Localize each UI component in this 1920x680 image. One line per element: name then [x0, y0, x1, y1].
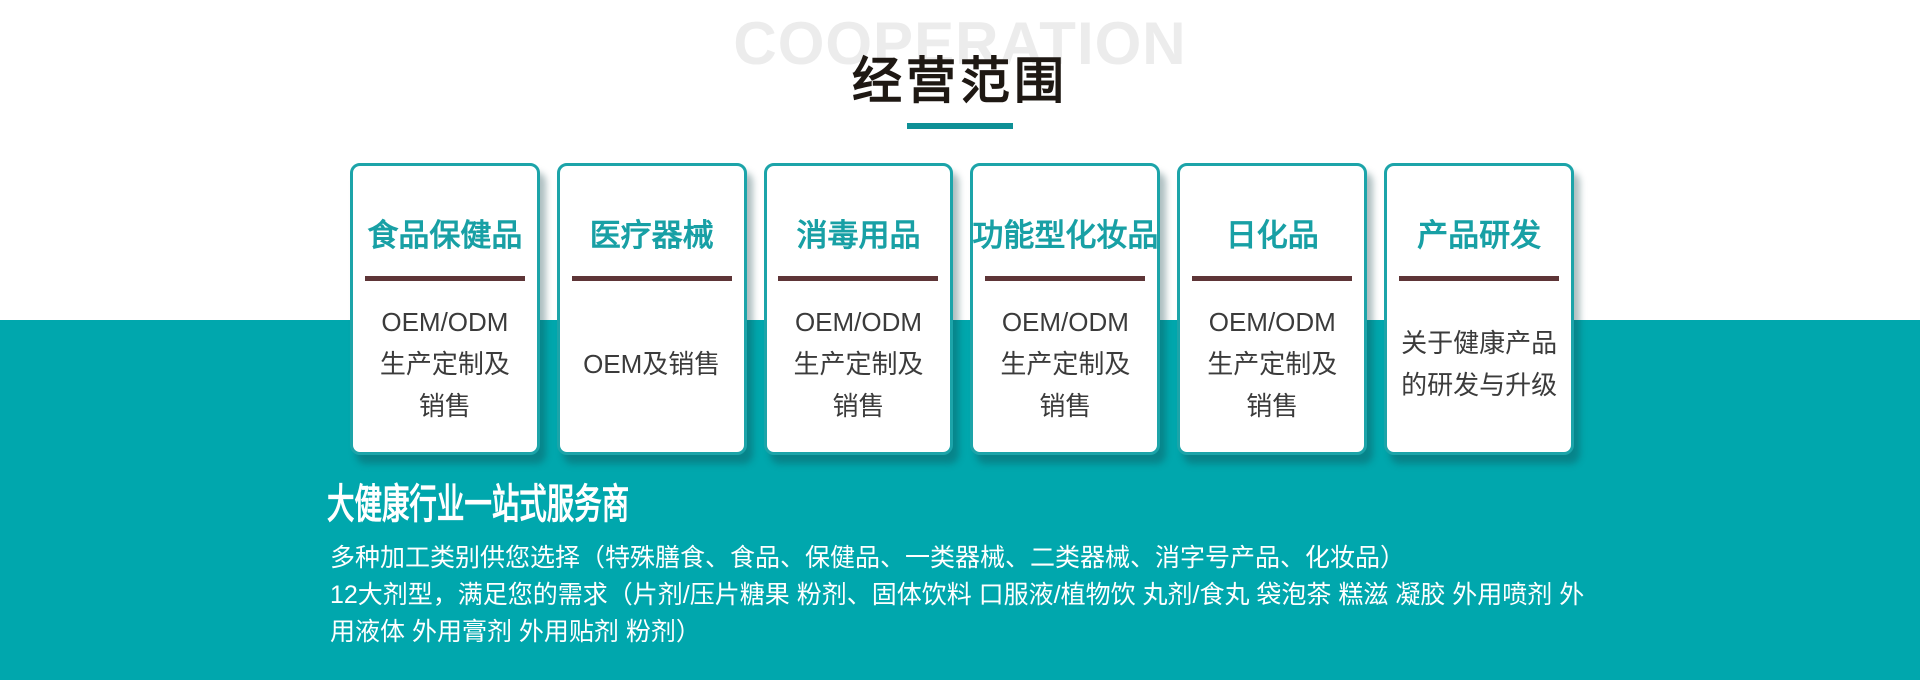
card-title: 消毒用品 — [796, 218, 921, 253]
business-card-disinfection: 消毒用品 OEM/ODM 生产定制及 销售 — [763, 163, 954, 455]
business-card-medical-devices: 医疗器械 OEM及销售 — [556, 163, 747, 455]
title-underline — [907, 123, 1013, 129]
card-title-divider — [1192, 276, 1353, 281]
card-title: 功能型化妆品 — [972, 218, 1159, 253]
card-title: 医疗器械 — [589, 218, 714, 253]
card-title-divider — [571, 276, 732, 281]
card-title: 产品研发 — [1417, 218, 1542, 253]
banner-line: 12大剂型，满足您的需求（片剂/压片糖果 粉剂、固体饮料 口服液/植物饮 丸剂/… — [330, 581, 1585, 609]
card-description: OEM/ODM 生产定制及 销售 — [379, 306, 510, 421]
banner-description: 多种加工类别供您选择（特殊膳食、食品、保健品、一类器械、二类器械、消字号产品、化… — [327, 540, 1584, 651]
business-card-functional-cosmetics: 功能型化妆品 OEM/ODM 生产定制及 销售 — [970, 163, 1161, 455]
card-description: OEM/ODM 生产定制及 销售 — [793, 306, 924, 421]
business-card-food-health: 食品保健品 OEM/ODM 生产定制及 销售 — [350, 163, 540, 455]
card-title-divider — [1399, 276, 1560, 281]
card-title-divider — [778, 276, 939, 281]
watermark-text: COOPERATION — [733, 10, 1187, 77]
card-title-divider — [364, 276, 525, 281]
card-description: OEM/ODM 生产定制及 销售 — [1000, 306, 1131, 421]
teal-background-band — [0, 320, 1920, 680]
card-title-divider — [985, 276, 1146, 281]
business-card-product-rd: 产品研发 关于健康产品 的研发与升级 — [1384, 163, 1574, 455]
business-card-daily-chemicals: 日化品 OEM/ODM 生产定制及 销售 — [1177, 163, 1368, 455]
business-scope-cards: 食品保健品 OEM/ODM 生产定制及 销售 医疗器械 OEM及销售 消毒用品 … — [350, 163, 1574, 455]
card-description: OEM及销售 — [583, 348, 721, 379]
card-title: 食品保健品 — [367, 218, 523, 253]
card-title: 日化品 — [1225, 218, 1319, 253]
banner-line: 用液体 外用膏剂 外用贴剂 粉剂） — [330, 618, 701, 646]
one-stop-service-banner: 大健康行业一站式服务商 多种加工类别供您选择（特殊膳食、食品、保健品、一类器械、… — [327, 482, 1584, 651]
card-description: OEM/ODM 生产定制及 销售 — [1207, 306, 1338, 421]
card-description: 关于健康产品 的研发与升级 — [1401, 327, 1558, 400]
banner-heading: 大健康行业一站式服务商 — [327, 481, 630, 527]
section-title: 经营范围 — [852, 53, 1068, 109]
banner-line: 多种加工类别供您选择（特殊膳食、食品、保健品、一类器械、二类器械、消字号产品、化… — [330, 544, 1406, 572]
